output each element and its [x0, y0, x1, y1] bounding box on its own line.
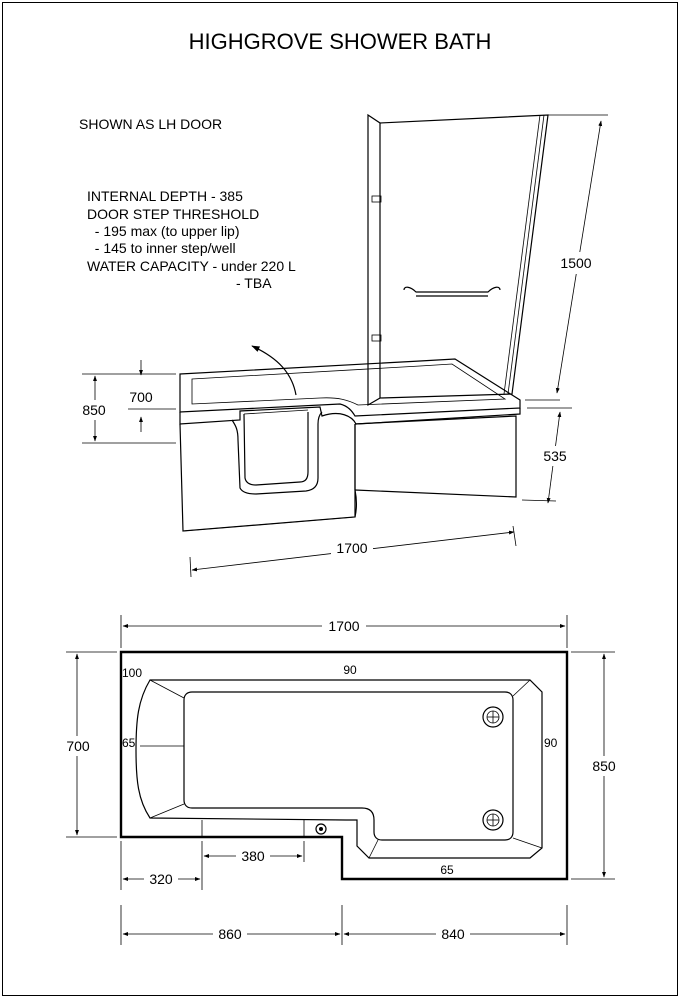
dim-label-bg — [555, 252, 597, 274]
rotation-arrow-icon — [251, 345, 297, 396]
dim-label-bg — [144, 870, 178, 888]
note-inner-step: - 145 to inner step/well — [87, 240, 236, 256]
dim-label-bg — [213, 925, 247, 943]
door-step — [201, 820, 305, 837]
drawing-title: HIGHGROVE SHOWER BATH — [189, 29, 492, 54]
bevel-br — [512, 837, 543, 849]
dim-label-top-length: 1700 — [328, 618, 359, 634]
dim-label-screen-height: 1500 — [560, 255, 591, 271]
dim-label-bg — [586, 756, 622, 776]
plan-basin — [183, 691, 514, 841]
dim-label-right-width: 850 — [592, 758, 616, 774]
dim-panel-ext-bottom — [521, 499, 557, 502]
front-panel-left — [179, 423, 356, 532]
screen-hinge-bottom — [371, 334, 382, 342]
towel-rail — [403, 286, 501, 297]
dim-label-bg — [536, 446, 574, 466]
front-panel-right — [354, 415, 517, 498]
bath-rim — [179, 358, 521, 417]
note-water-capacity: WATER CAPACITY - under 220 L — [87, 258, 296, 274]
screen-hinge-post — [367, 113, 381, 407]
shower-screen — [379, 114, 549, 399]
dim-label-bg — [236, 847, 270, 865]
shown-as-note: SHOWN AS LH DOOR — [79, 116, 222, 132]
spec-notes: INTERNAL DEPTH - 385 DOOR STEP THRESHOLD… — [87, 188, 296, 291]
note-door-step: DOOR STEP THRESHOLD — [87, 206, 259, 222]
rim-label-bottom: 65 — [440, 863, 454, 877]
dim-length-ext-left — [189, 556, 192, 578]
dim-label-door-height: 700 — [129, 389, 153, 405]
note-upper-lip: - 195 max (to upper lip) — [87, 223, 240, 239]
bath-inner-rim — [191, 363, 507, 406]
rim-label-corner: 100 — [122, 666, 142, 680]
plan-view: 100 90 65 90 65 1700 700 850 — [60, 615, 622, 945]
base-line — [182, 516, 356, 532]
rim-label-right: 90 — [544, 736, 558, 750]
bevel-tl — [149, 679, 185, 699]
dim-label-panel-height: 535 — [543, 448, 567, 464]
dim-label-right-section: 840 — [441, 926, 465, 942]
screen-hinge-top — [371, 195, 382, 203]
dim-label-bg — [331, 538, 373, 558]
dim-label-bg — [76, 400, 112, 420]
dim-label-door-offset: 320 — [149, 871, 173, 887]
dim-label-door-width: 380 — [241, 848, 265, 864]
plan-inner-rim — [135, 679, 543, 859]
bevel-bm — [368, 839, 379, 859]
dim-label-bg — [436, 925, 470, 943]
screen-edge-line-2 — [507, 114, 545, 395]
note-internal-depth: INTERNAL DEPTH - 385 — [87, 188, 243, 204]
isometric-view: 1500 535 850 700 1700 — [76, 113, 608, 578]
whirlpool-jet-icon — [482, 809, 504, 831]
dim-label-overall-height: 850 — [82, 402, 106, 418]
waste-outlet-icon — [315, 823, 327, 835]
screen-edge-line-1 — [503, 114, 541, 395]
bevel-bl — [149, 803, 185, 819]
note-tba: - TBA — [236, 275, 272, 291]
bevel-tr — [512, 679, 531, 697]
door-opening — [231, 411, 323, 495]
plan-outline — [119, 650, 569, 881]
dim-label-left-section: 860 — [218, 926, 242, 942]
dim-label-length: 1700 — [336, 540, 367, 556]
dim-label-left-width: 700 — [66, 738, 90, 754]
whirlpool-jet-icon — [482, 706, 504, 728]
door-top-edge — [243, 409, 309, 415]
dim-length-ext-right — [512, 525, 517, 547]
dim-label-bg — [60, 736, 96, 756]
rim-label-left: 65 — [122, 736, 136, 750]
dim-label-bg — [322, 617, 366, 635]
door-leaf — [243, 412, 309, 486]
rim-label-top: 90 — [343, 663, 357, 677]
